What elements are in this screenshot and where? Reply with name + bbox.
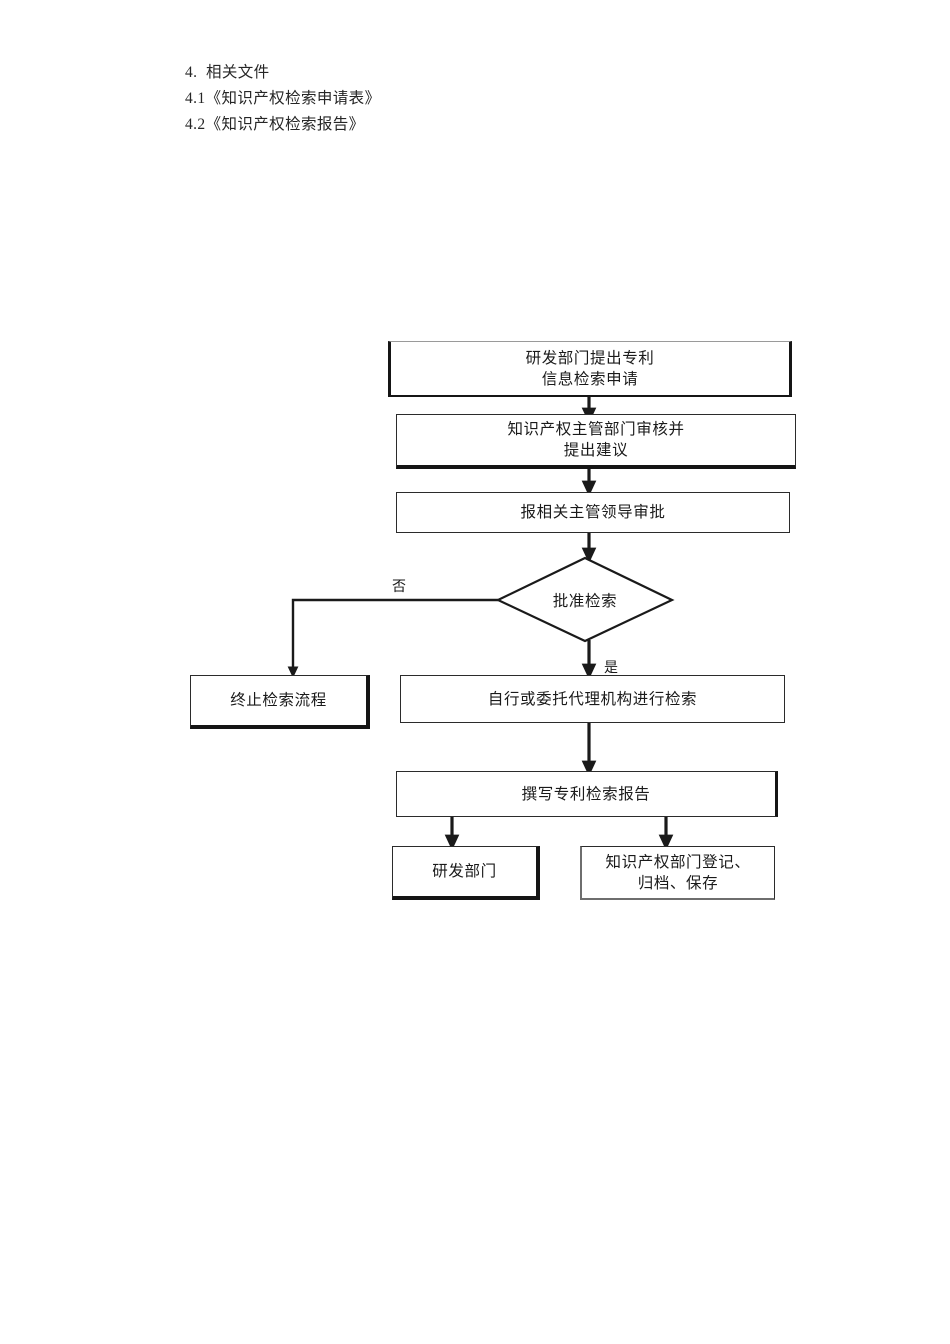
doc-line-item-4-1: 4.1《知识产权检索申请表》 [185,90,381,107]
node-label: 知识产权主管部门审核并 提出建议 [507,421,685,459]
node-conduct-search-self-or-agency[interactable]: 自行或委托代理机构进行检索 [400,675,785,723]
node-submit-to-leadership-approval[interactable]: 报相关主管领导审批 [396,492,790,533]
node-terminate-search-process[interactable]: 终止检索流程 [190,675,370,729]
doc-line-item-4-2: 4.2《知识产权检索报告》 [185,116,365,133]
edge-label-yes: 是 [604,661,619,676]
node-label: 终止检索流程 [230,692,327,709]
edge-label-no: 否 [392,580,407,595]
node-write-patent-search-report[interactable]: 撰写专利检索报告 [396,771,778,817]
node-label: 自行或委托代理机构进行检索 [487,690,698,708]
node-label: 报相关主管领导审批 [520,504,666,521]
node-label: 撰写专利检索报告 [521,785,651,803]
node-rd-department[interactable]: 研发部门 [392,846,540,900]
node-ip-department-register-archive-store[interactable]: 知识产权部门登记、 归档、保存 [580,846,775,900]
node-submit-patent-search-request[interactable]: 研发部门提出专利 信息检索申请 [388,341,792,397]
decision-label: 批准检索 [552,592,618,610]
node-ip-department-review[interactable]: 知识产权主管部门审核并 提出建议 [396,414,796,469]
document-text-block: 4. 相关文件 4.1《知识产权检索申请表》 4.2《知识产权检索报告》 [185,60,785,138]
edge-n4-n5 [287,598,498,678]
decision-diamond-shape [495,556,675,643]
node-label: 知识产权部门登记、 归档、保存 [605,853,751,892]
node-label: 研发部门 [432,863,497,880]
node-label: 研发部门提出专利 信息检索申请 [525,349,655,388]
node-decision-approve-search[interactable]: 批准检索 [498,558,672,641]
doc-line-heading: 4. 相关文件 [185,64,270,81]
